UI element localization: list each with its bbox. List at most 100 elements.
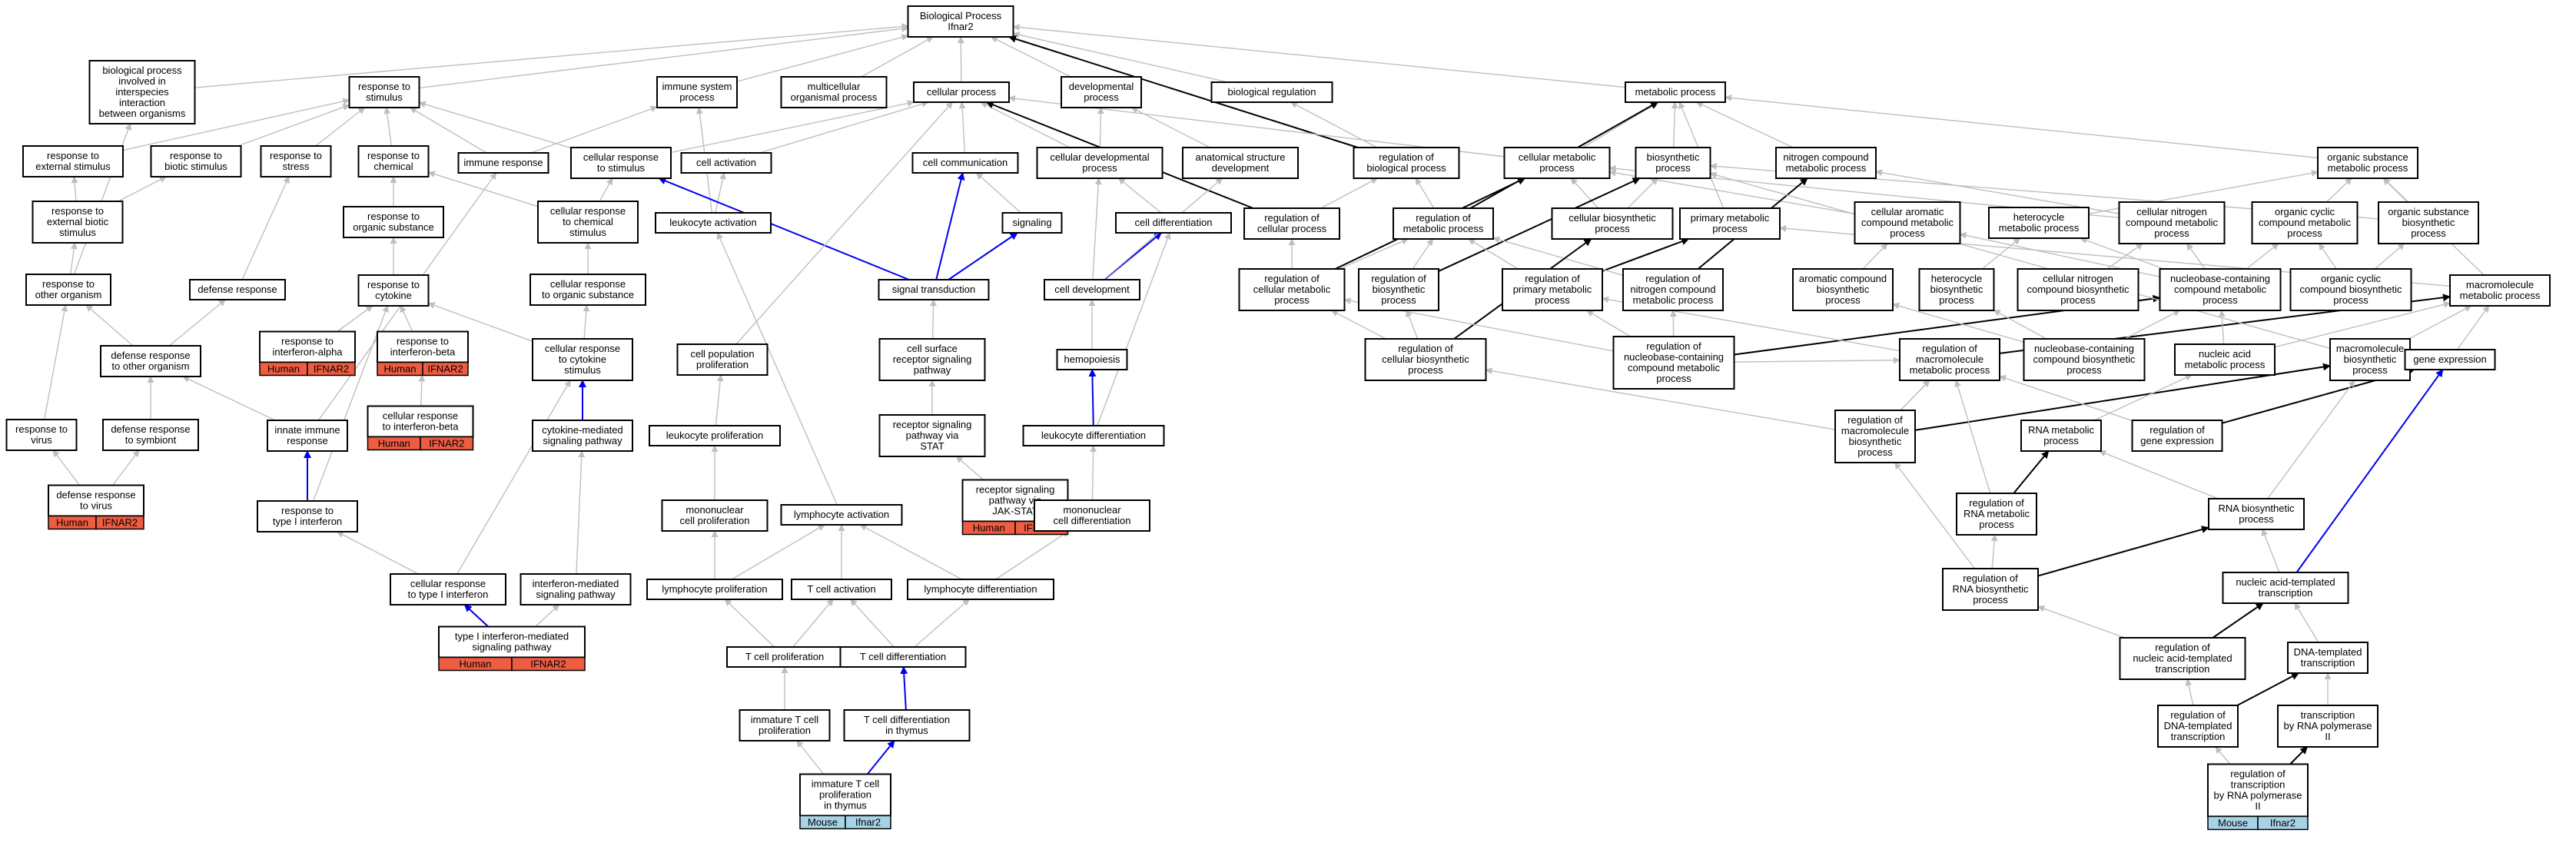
go-node-bio_reg[interactable]: biological regulation	[1210, 81, 1333, 103]
go-node-signaling[interactable]: signaling	[1001, 212, 1063, 234]
go-node-gene_expr[interactable]: gene expression	[2404, 349, 2496, 370]
go-node-cell_comm[interactable]: cell communication	[911, 152, 1019, 174]
go-node-immune_resp[interactable]: immune response	[457, 152, 549, 174]
go-node-sig_trans[interactable]: signal transduction	[878, 279, 990, 300]
go-node-leuk_act[interactable]: leukocyte activation	[655, 212, 772, 234]
go-node-tcell_diff[interactable]: T cell differentiation	[839, 646, 967, 668]
go-node-leuk_prolif[interactable]: leukocyte proliferation	[649, 425, 781, 446]
go-node-lymph_diff[interactable]: lymphocyte differentiation	[907, 579, 1054, 600]
go-node-cell_act[interactable]: cell activation	[680, 152, 772, 174]
go-node-cell_dev[interactable]: cell development	[1044, 279, 1140, 300]
go-node-tcell_act[interactable]: T cell activation	[791, 579, 892, 600]
go-node-hemopoiesis[interactable]: hemopoiesis	[1056, 349, 1128, 370]
go-node-cell_diff[interactable]: cell differentiation	[1115, 212, 1232, 234]
go-node-tcell_prolif[interactable]: T cell proliferation	[726, 646, 843, 668]
go-node-lymph_prolif[interactable]: lymphocyte proliferation	[646, 579, 783, 600]
go-node-cell_proc[interactable]: cellular process	[913, 81, 1010, 103]
go-node-def_resp[interactable]: defense response	[189, 279, 286, 300]
go-node-leuk_diff[interactable]: leukocyte differentiation	[1022, 425, 1165, 446]
go-node-metab[interactable]: metabolic process	[1625, 81, 1726, 103]
